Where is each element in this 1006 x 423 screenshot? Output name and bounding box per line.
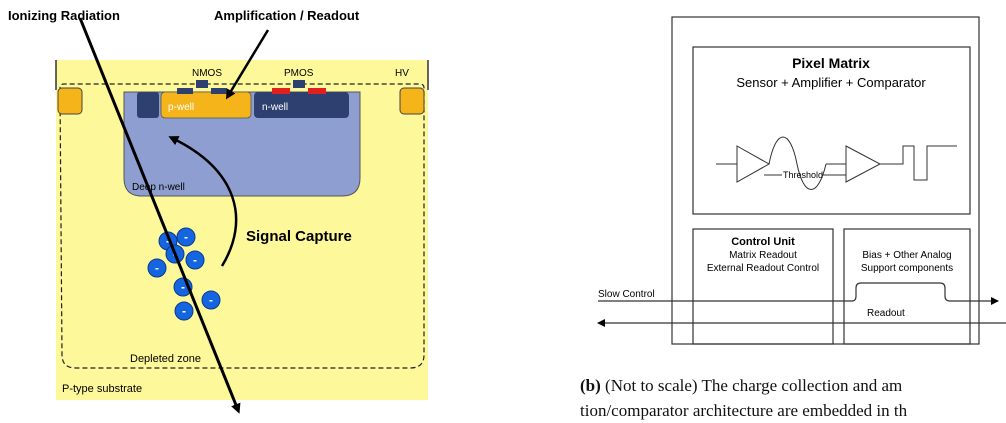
electron: - [176,227,196,247]
n-well-left [137,92,159,118]
svg-text:-: - [193,253,197,267]
radiation-track [78,17,241,414]
bias-box [843,228,971,345]
svg-text:-: - [184,230,188,244]
control-unit-line1: Matrix Readout [729,250,797,261]
caption-line-1: (b) (Not to scale) The charge collection… [580,373,1006,398]
electrons: - - - - - - - - [147,227,221,321]
caption-line2-text: tion/comparator architecture are embedde… [580,401,908,420]
comparator-icon [845,145,882,183]
figure-caption: (b) (Not to scale) The charge collection… [580,373,1006,423]
depleted-zone-label: Depleted zone [130,353,201,365]
pixel-matrix-title: Pixel Matrix [792,55,870,71]
block-diagram: Pixel Matrix Sensor + Amplifier + Compar… [597,16,1006,345]
deep-n-well-label: Deep n-well [132,182,185,193]
right-contact [399,87,425,115]
svg-text:-: - [155,261,159,275]
pmos-label: PMOS [284,68,314,79]
bias-line1: Bias + Other Analog [862,250,951,261]
control-unit-title: Control Unit [731,236,795,248]
control-unit-line2: External Readout Control [707,263,819,274]
nmos-drain [211,88,227,94]
readout-label: Readout [867,308,905,319]
caption-label: (b) [580,376,601,395]
left-contact [57,87,83,115]
p-well-label: p-well [168,102,194,113]
ionizing-radiation-title: Ionizing Radiation [8,8,120,23]
pmos-drain [308,88,326,94]
caption-line1-text: (Not to scale) The charge collection and… [600,376,903,395]
svg-text:-: - [181,280,185,294]
substrate-label: P-type substrate [62,383,142,395]
signal-capture-arrow [168,136,238,267]
depleted-zone-boundary [59,83,425,369]
electron: - [174,301,194,321]
pulse-output-icon [880,145,957,181]
amplification-readout-title: Amplification / Readout [214,8,360,23]
amplifier-icon [736,145,771,183]
pmos-source [272,88,290,94]
nmos-source [177,88,193,94]
amplification-arrow [225,29,270,100]
signal-wave-icon [768,136,827,190]
pmos-gate [293,80,305,88]
pixel-matrix-box [692,46,971,215]
nmos-gate [196,80,208,88]
threshold-label: Threshold [783,170,823,180]
svg-text:-: - [182,304,186,318]
n-well-right [254,92,349,118]
slow-control-line [598,282,999,305]
svg-text:-: - [209,293,213,307]
pixel-matrix-subtitle: Sensor + Amplifier + Comparator [736,75,926,90]
electron: - [201,290,221,310]
svg-text:-: - [166,234,170,248]
electron: - [185,250,205,270]
bias-line2: Support components [861,263,953,274]
control-unit-box [692,228,834,345]
n-well-label: n-well [262,102,288,113]
electron: - [147,258,167,278]
slow-control-label: Slow Control [598,289,655,300]
sensor-cross-section: NMOS PMOS HV p-well n-well Deep n-well D… [8,8,429,414]
hv-label: HV [395,68,409,79]
nmos-label: NMOS [192,68,222,79]
signal-capture-label: Signal Capture [246,228,352,245]
